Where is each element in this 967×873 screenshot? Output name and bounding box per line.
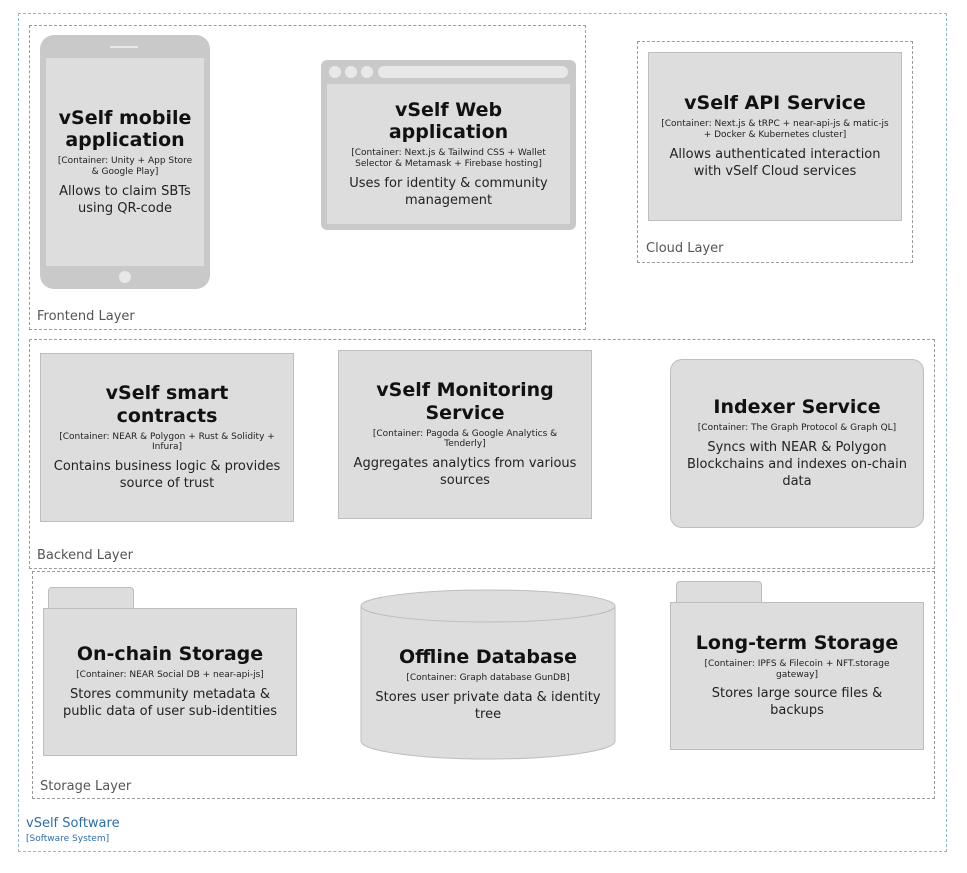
container-title: vSelf mobile application: [58, 106, 192, 152]
container-description: Contains business logic & provides sourc…: [53, 459, 281, 492]
container-title: vSelf API Service: [684, 92, 866, 115]
container-description: Allows to claim SBTs using QR-code: [59, 183, 191, 216]
browser-window-frame: vSelf Web application [Container: Next.j…: [321, 60, 576, 230]
speaker-slot: [110, 46, 138, 48]
storage-layer-boundary: [32, 571, 935, 799]
mobile-app-container[interactable]: vSelf mobile application [Container: Uni…: [46, 58, 204, 266]
cloud-layer-label: Cloud Layer: [646, 241, 724, 256]
address-bar: [378, 66, 568, 78]
container-description: Aggregates analytics from various source…: [353, 456, 577, 489]
container-technology: [Container: Graph database GunDB]: [406, 673, 570, 684]
container-technology: [Container: Pagoda & Google Analytics & …: [372, 428, 558, 450]
frontend-layer-boundary: [29, 25, 586, 330]
container-title: Indexer Service: [713, 396, 881, 419]
container-title: On-chain Storage: [76, 643, 264, 666]
browser-dot: [329, 66, 341, 78]
container-description: Uses for identity & community management: [349, 175, 548, 208]
monitoring-service-container[interactable]: vSelf Monitoring Service [Container: Pag…: [338, 350, 592, 519]
container-technology: [Container: NEAR Social DB + near-api-js…: [76, 670, 264, 681]
container-title: vSelf smart contracts: [105, 382, 229, 427]
container-description: Stores user private data & identity tree: [375, 689, 601, 722]
container-technology: [Container: NEAR & Polygon + Rust & Soli…: [59, 431, 275, 453]
backend-layer-label: Backend Layer: [37, 548, 133, 563]
container-technology: [Container: Unity + App Store & Google P…: [57, 156, 193, 177]
container-technology: [Container: Next.js & tRPC + near-api-js…: [661, 119, 889, 140]
smart-contracts-container[interactable]: vSelf smart contracts [Container: NEAR &…: [40, 353, 294, 522]
backend-layer-boundary: [29, 339, 935, 569]
software-system-boundary: [18, 13, 947, 852]
cloud-layer-boundary: [637, 41, 913, 263]
container-description: Stores community metadata & public data …: [62, 686, 278, 719]
storage-layer-label: Storage Layer: [40, 779, 132, 794]
container-title: Offline Database: [398, 646, 577, 669]
database-cylinder-shape: [360, 589, 616, 760]
browser-dot: [345, 66, 357, 78]
software-system-name: vSelf Software: [26, 816, 120, 831]
api-service-container[interactable]: vSelf API Service [Container: Next.js & …: [648, 52, 902, 221]
container-title: vSelf Web application: [388, 98, 509, 144]
container-title: vSelf Monitoring Service: [376, 379, 554, 424]
web-app-container[interactable]: vSelf Web application [Container: Next.j…: [327, 84, 570, 224]
frontend-layer-label: Frontend Layer: [37, 309, 135, 324]
longterm-storage-container[interactable]: Long-term Storage [Container: IPFS & Fil…: [670, 602, 924, 750]
container-technology: [Container: IPFS & Filecoin + NFT.storag…: [704, 658, 890, 680]
folder-tab: [676, 581, 762, 603]
onchain-storage-container[interactable]: On-chain Storage [Container: NEAR Social…: [43, 608, 297, 756]
offline-database-container[interactable]: Offline Database [Container: Graph datab…: [362, 625, 614, 745]
container-technology: [Container: Next.js & Tailwind CSS + Wal…: [351, 148, 546, 169]
container-title: Long-term Storage: [695, 631, 899, 654]
home-button: [119, 271, 131, 283]
container-technology: [Container: The Graph Protocol & Graph Q…: [697, 423, 897, 434]
container-description: Syncs with NEAR & Polygon Blockchains an…: [686, 439, 908, 489]
software-system-type: [Software System]: [26, 834, 110, 844]
container-description: Stores large source files & backups: [711, 686, 883, 719]
browser-dot: [361, 66, 373, 78]
container-description: Allows authenticated interaction with vS…: [669, 146, 881, 179]
mobile-device-frame: vSelf mobile application [Container: Uni…: [40, 35, 210, 289]
folder-tab: [48, 587, 134, 609]
indexer-service-container[interactable]: Indexer Service [Container: The Graph Pr…: [670, 359, 924, 528]
